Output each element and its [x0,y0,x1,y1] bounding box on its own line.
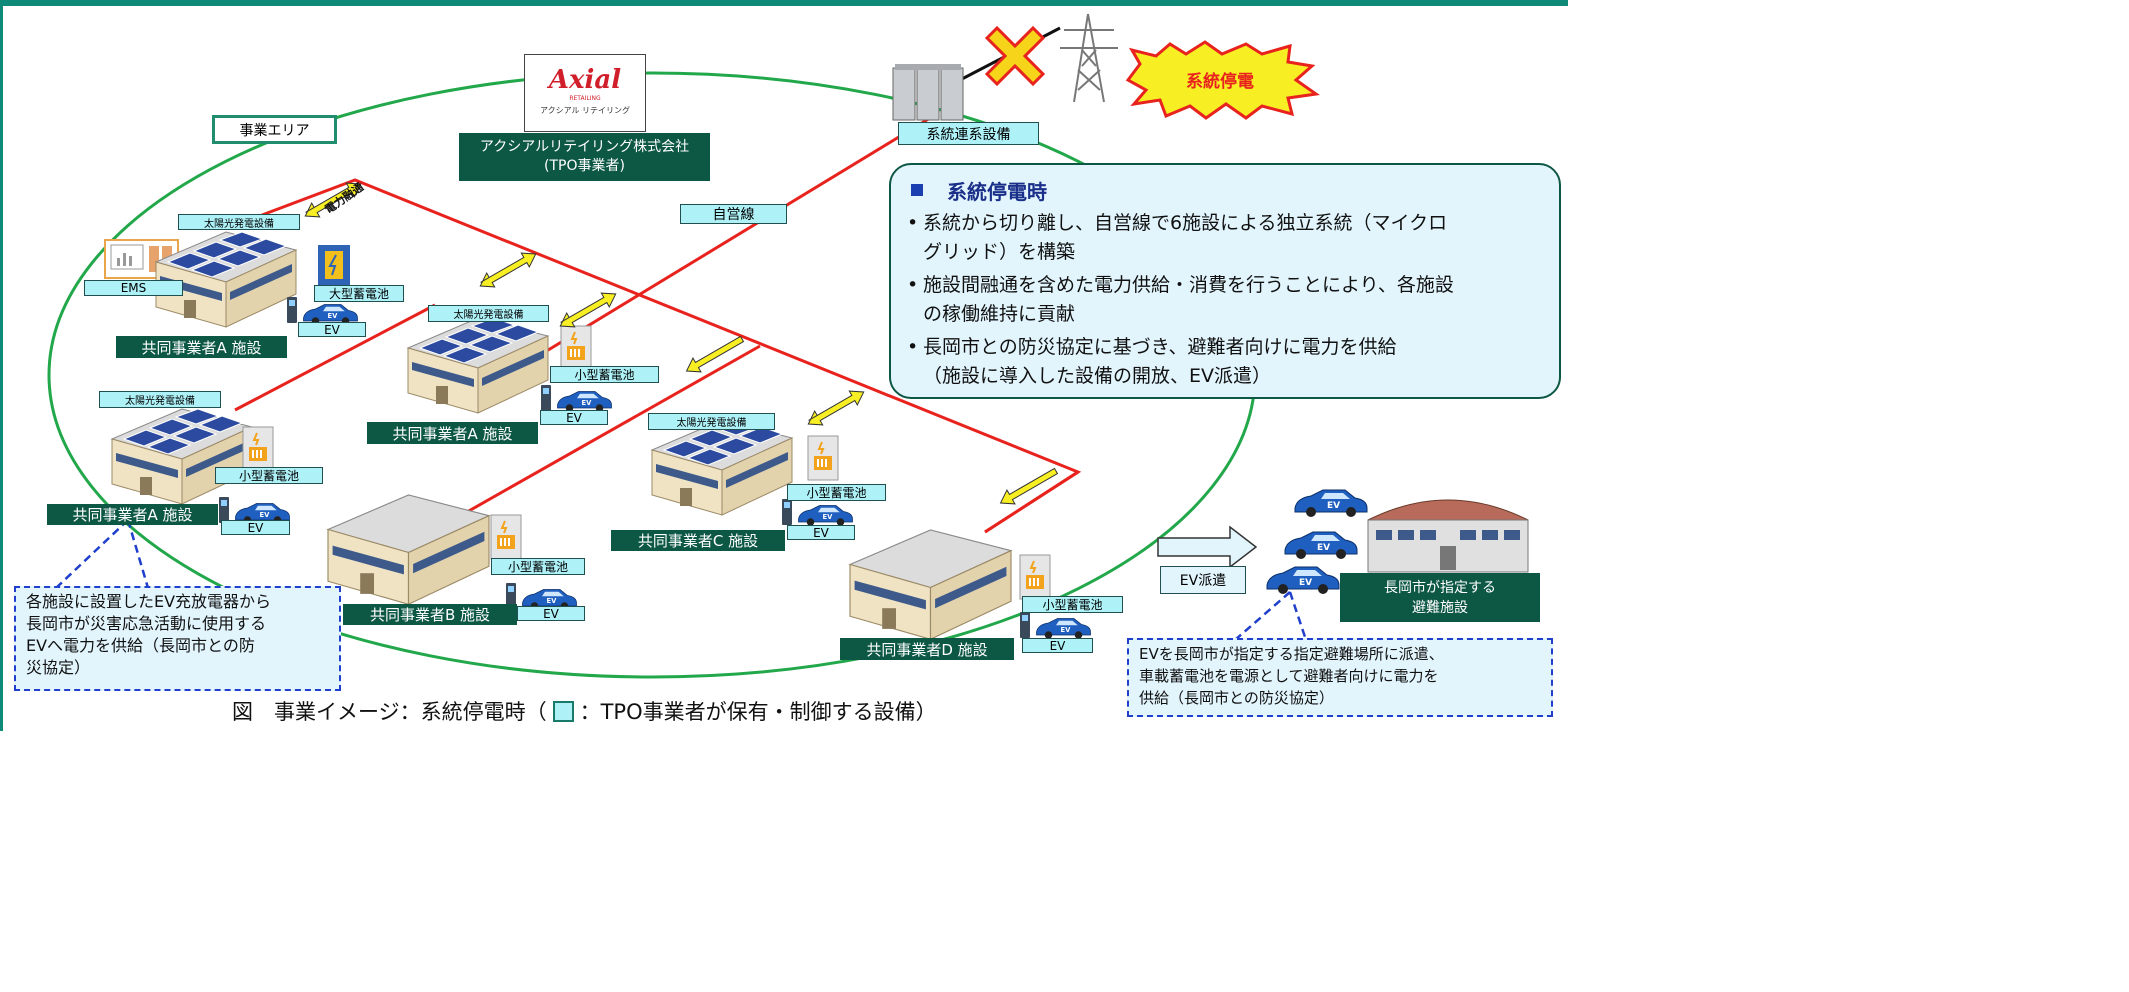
left-accent-bar [0,0,3,731]
ev-dispatch-arrow [1157,525,1258,569]
company-label: アクシアルリテイリング株式会社 (TPO事業者) [459,133,710,181]
logo-brand: Axial [548,65,622,95]
ev-label-a-top: EV [298,322,366,337]
info-bullet-text: 長岡市との防災協定に基づき、避難者向けに電力を供給 （施設に導入した設備の開放、… [923,336,1397,387]
ev-label-b: EV [517,606,585,621]
large-battery-icon [318,245,350,285]
small-battery-a-left-icon [242,426,274,472]
small-battery-label-c: 小型蓄電池 [787,484,886,501]
building-a-mid-icon [408,318,548,413]
interchange-arrow-5 [803,384,869,432]
caption-text-before: 図 事業イメージ：系統停電時（ [232,700,547,724]
small-battery-d-icon [1019,554,1051,600]
building-b-icon [327,494,490,605]
company-name: アクシアルリテイリング株式会社 [479,139,690,155]
charger-c-icon [782,499,792,525]
facility-d-label: 共同事業者D 施設 [840,638,1014,660]
ev-car-d-icon [1036,618,1091,640]
callout-right: EVを長岡市が指定する指定避難場所に派遣、 車載蓄電池を電源として避難者向けに電… [1127,638,1553,717]
info-bullet: • 施設間融通を含めた電力供給・消費を行うことにより、各施設 の稼働維持に貢献 [907,271,1543,329]
charger-a-mid-icon [541,385,551,411]
small-battery-b-icon [490,514,522,560]
small-battery-label-b: 小型蓄電池 [491,558,585,575]
ev-car-a-mid-icon [557,391,612,413]
shelter-label-line2: 避難施設 [1412,599,1468,616]
large-battery-label: 大型蓄電池 [314,285,404,302]
info-bullet-text: 系統から切り離し、自営線で6施設による独立系統（マイクロ グリッド）を構築 [923,212,1448,263]
facility-a-left-label: 共同事業者A 施設 [47,504,218,525]
legend-swatch [552,700,574,722]
bullet-dot-icon: • [907,336,919,358]
small-battery-label-d: 小型蓄電池 [1022,596,1123,613]
solar-label-a-top: 太陽光発電設備 [178,214,300,230]
small-battery-label-a-left: 小型蓄電池 [215,467,323,484]
grid-equipment-label: 系統連系設備 [898,122,1039,145]
ev-car-c-icon [798,505,853,527]
shelter-building-icon [1367,499,1529,573]
diagram-graphics: EV [47,13,1529,679]
diagram-canvas: EV [0,0,1568,731]
bullet-dot-icon: • [907,212,919,234]
dispatched-ev-2-icon [1284,531,1358,560]
facility-a-top-label: 共同事業者A 施設 [116,336,287,358]
facility-a-mid-label: 共同事業者A 施設 [367,422,538,444]
callout-left: 各施設に設置したEV充放電器から 長岡市が災害応急活動に使用する EVへ電力を供… [14,586,341,691]
info-bullet-text: 施設間融通を含めた電力供給・消費を行うことにより、各施設 の稼働維持に貢献 [923,274,1454,325]
dispatched-ev-3-icon [1266,566,1340,595]
ems-label: EMS [84,280,183,296]
info-title: 系統停電時 [907,175,1543,205]
logo-katakana: アクシアル リテイリング [539,106,631,115]
solar-label-a-left: 太陽光発電設備 [99,391,221,408]
facility-c-label: 共同事業者C 施設 [611,530,785,551]
grid-cabinet-icon [892,64,964,121]
axial-retailing-logo: Axial RETAILING アクシアル リテイリング [524,54,646,132]
ev-label-d: EV [1022,638,1093,653]
info-title-text: 系統停電時 [947,179,1047,204]
interchange-arrow-2 [475,246,541,294]
disconnect-x-icon [984,25,1046,87]
logo-tagline: RETAILING [569,95,601,102]
charger-a-top-icon [287,297,297,323]
bullet-dot-icon: • [907,274,919,296]
solar-label-a-mid: 太陽光発電設備 [428,305,549,322]
shelter-label-line1: 長岡市が指定する [1384,579,1496,596]
grid-outage-info-box: 系統停電時 • 系統から切り離し、自営線で6施設による独立系統（マイクロ グリッ… [889,163,1561,399]
shelter-label: 長岡市が指定する 避難施設 [1340,573,1540,622]
ev-label-a-mid: EV [540,410,608,425]
small-battery-label-a-mid: 小型蓄電池 [550,366,659,383]
building-c-icon [652,420,792,515]
top-accent-bar [0,0,1568,6]
private-line-label: 自営線 [680,204,787,224]
building-a-left-icon [112,409,252,504]
ev-label-a-left: EV [221,520,290,535]
caption-text-after: ：TPO事業者が保有・制御する設備） [579,700,937,724]
ev-dispatch-label: EV派遣 [1160,566,1246,594]
callout-right-pointer [1234,591,1291,641]
small-battery-c-icon [807,435,839,481]
facility-b-label: 共同事業者B 施設 [343,604,517,625]
business-area-label: 事業エリア [212,115,337,144]
small-battery-a-mid-icon [560,325,592,371]
info-bullet: • 系統から切り離し、自営線で6施設による独立系統（マイクロ グリッド）を構築 [907,209,1543,267]
charger-d-icon [1020,612,1030,638]
dispatched-ev-1-icon [1294,489,1368,518]
callout-left-pointer [55,519,129,589]
square-bullet-icon [911,184,923,196]
building-d-icon [849,529,1012,640]
solar-label-c: 太陽光発電設備 [648,413,775,430]
ev-label-c: EV [787,525,855,540]
figure-caption: 図 事業イメージ：系統停電時（ ：TPO事業者が保有・制御する設備） [232,696,1062,726]
company-role: (TPO事業者) [544,158,625,174]
transmission-tower-icon [1060,13,1118,103]
outage-label: 系統停電 [1186,71,1254,92]
outage-burst-shape [1125,40,1320,120]
info-bullet: • 長岡市との防災協定に基づき、避難者向けに電力を供給 （施設に導入した設備の開… [907,333,1543,391]
